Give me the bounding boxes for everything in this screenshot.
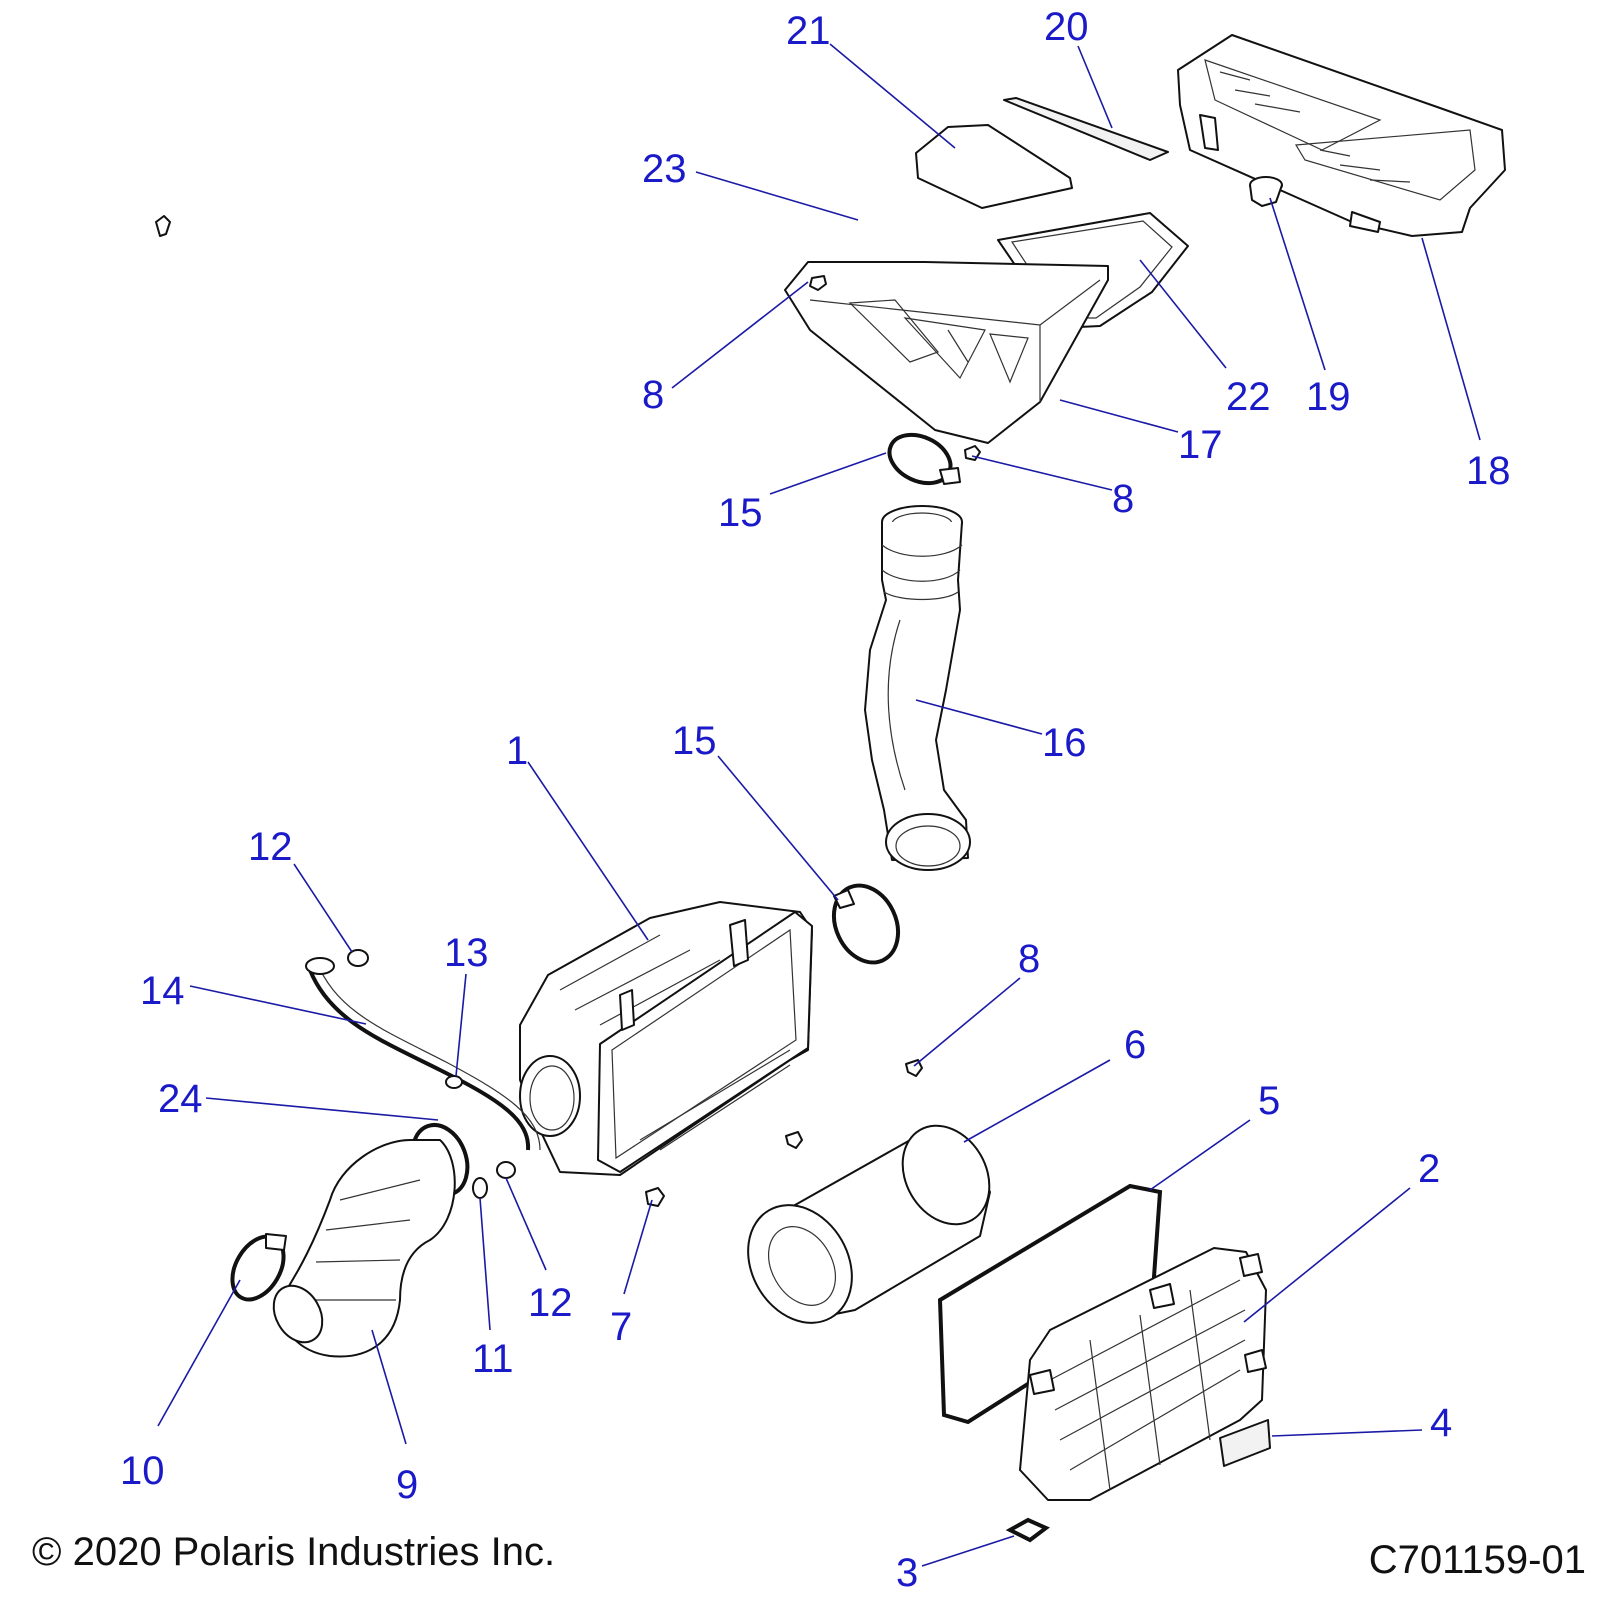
callout-16: 16: [1042, 721, 1087, 765]
callout-20: 20: [1044, 5, 1089, 49]
callout-12-lower: 12: [528, 1281, 573, 1325]
leader-1: [527, 761, 649, 941]
leader-8-upper-right: [971, 455, 1113, 491]
callout-8-upper-right: 8: [1112, 477, 1134, 521]
leader-8-lower: [913, 977, 1021, 1067]
callout-12-upper: 12: [248, 825, 293, 869]
leader-15-upper: [769, 452, 887, 495]
leader-22: [1139, 259, 1227, 369]
part-4-label: [1219, 1419, 1271, 1467]
part-11-grommet: [472, 1177, 488, 1199]
callout-22: 22: [1226, 375, 1271, 419]
leader-9: [371, 1329, 407, 1445]
callout-13: 13: [444, 931, 489, 975]
callout-5: 5: [1258, 1079, 1280, 1123]
part-17-duct-lid: [784, 261, 1109, 444]
leader-8-upper-left: [671, 281, 809, 389]
callout-labels: 21 20 23 8 17 22 19 18 15 8 16 1 15 12 1…: [120, 5, 1511, 1595]
part-23-push-rivet: [155, 215, 171, 237]
part-2-airbox-cover: [1019, 1247, 1267, 1501]
part-16-duct-tube: [864, 505, 971, 871]
leader-21: [829, 43, 956, 149]
part-12-clip-upper: [347, 949, 369, 967]
callout-21: 21: [786, 9, 831, 53]
part-21-prefilter-panel: [915, 124, 1073, 209]
callout-2: 2: [1418, 1147, 1440, 1191]
drawing-number: C701159-01: [1368, 1538, 1586, 1582]
part-6-filter-element: [747, 1124, 991, 1324]
leader-16: [915, 699, 1043, 735]
callout-7: 7: [610, 1305, 632, 1349]
callout-11: 11: [472, 1337, 514, 1381]
part-14-breather-hose: [305, 957, 541, 1151]
leader-lines: [157, 43, 1481, 1567]
callout-14: 14: [140, 969, 185, 1013]
leader-20: [1077, 45, 1113, 129]
leader-24: [205, 1097, 439, 1121]
callout-23: 23: [642, 147, 687, 191]
callout-4: 4: [1430, 1401, 1452, 1445]
leader-17: [1059, 399, 1179, 433]
bolt-airbox-side: [785, 1131, 803, 1149]
copyright-text: © 2020 Polaris Industries Inc.: [32, 1530, 556, 1574]
callout-15-upper: 15: [718, 491, 763, 535]
part-8-bolt-upper-left: [809, 275, 827, 291]
callout-19: 19: [1306, 375, 1351, 419]
callout-18: 18: [1466, 449, 1511, 493]
callout-10: 10: [120, 1449, 165, 1493]
leader-10: [157, 1279, 241, 1427]
part-7-drain-plug: [645, 1187, 665, 1207]
leader-2: [1243, 1187, 1411, 1323]
part-10-clamp: [230, 1233, 287, 1302]
part-3-clip: [1005, 1517, 1050, 1543]
callout-8-upper-left: 8: [642, 373, 664, 417]
leader-12-lower: [505, 1177, 547, 1271]
leader-14: [189, 985, 367, 1025]
callout-9: 9: [396, 1463, 418, 1507]
part-20-seal-strip: [1003, 97, 1169, 161]
callout-8-lower: 8: [1018, 937, 1040, 981]
leader-4: [1271, 1429, 1423, 1437]
leader-6: [963, 1059, 1111, 1143]
leader-13: [455, 973, 467, 1077]
leader-19: [1269, 197, 1326, 371]
callout-15-lower: 15: [672, 719, 717, 763]
leader-18: [1421, 237, 1481, 441]
part-9-intake-boot: [272, 1139, 456, 1358]
callout-24: 24: [158, 1077, 203, 1121]
part-13-hose-clamp: [445, 1075, 463, 1089]
leader-23: [695, 171, 859, 221]
callout-3: 3: [896, 1551, 918, 1595]
callout-1: 1: [506, 729, 528, 773]
callout-6: 6: [1124, 1023, 1146, 1067]
leader-3: [921, 1535, 1015, 1567]
part-15-clamp-upper: [887, 432, 961, 486]
part-18-intake-grille: [1177, 34, 1506, 237]
part-8-bolt-lower: [905, 1059, 923, 1077]
leader-7: [623, 1199, 653, 1295]
callout-17: 17: [1178, 423, 1223, 467]
leader-15-lower: [717, 755, 839, 901]
part-1-airbox: [519, 901, 813, 1176]
leader-5: [1149, 1119, 1251, 1191]
leader-11: [479, 1197, 491, 1331]
leader-12-upper: [293, 863, 353, 953]
part-19-grommet: [1249, 176, 1283, 207]
part-12-clip-lower: [496, 1161, 516, 1179]
part-15-clamp-lower: [831, 883, 901, 965]
